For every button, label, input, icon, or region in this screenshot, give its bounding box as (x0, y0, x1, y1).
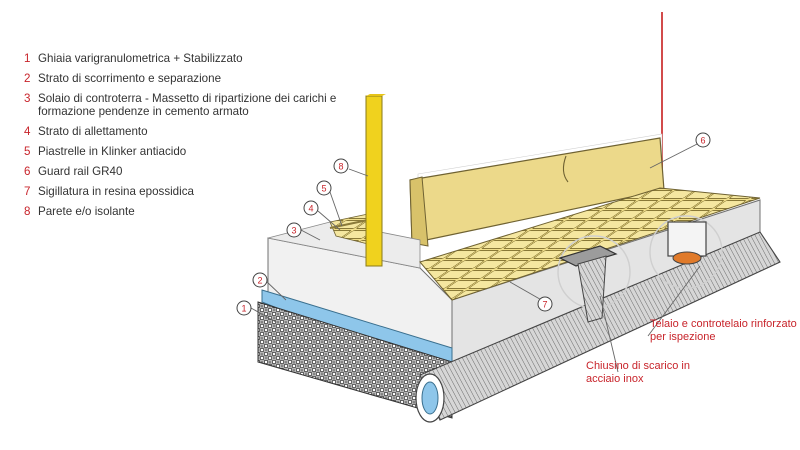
legend-number: 1 (24, 52, 31, 65)
drain-grate (557, 235, 631, 323)
legend-text: Sigillatura in resina epossidica (38, 185, 194, 198)
svg-text:8: 8 (338, 162, 343, 172)
marker-6: 6 (695, 132, 711, 148)
legend-item-4: 4 Strato di allettamento (24, 125, 369, 138)
legend-item-5: 5 Piastrelle in Klinker antiacido (24, 145, 369, 158)
legend-text: Piastrelle in Klinker antiacido (38, 145, 187, 158)
marker-2: 2 (252, 272, 268, 288)
leader-lines (250, 140, 704, 373)
callout-telaio: Telaio e controtelaio rinforzato per isp… (650, 318, 797, 343)
marker-5: 5 (316, 180, 332, 196)
legend-number: 4 (24, 125, 31, 138)
legend-item-2: 2 Strato di scorrimento e separazione (24, 72, 369, 85)
marker-7: 7 (537, 296, 553, 312)
legend-item-3: 3 Solaio di controterra - Massetto di ri… (24, 92, 369, 118)
legend-number: 2 (24, 72, 31, 85)
legend-item-1: 1 Ghiaia varigranulometrica + Stabilizza… (24, 52, 369, 65)
legend-number: 8 (24, 205, 31, 218)
marker-3: 3 (286, 222, 302, 238)
legend-number: 5 (24, 145, 31, 158)
legend-number: 7 (24, 185, 31, 198)
marker-1: 1 (236, 300, 252, 316)
legend-text: Guard rail GR40 (38, 165, 123, 178)
legend-text: Strato di scorrimento e separazione (38, 72, 222, 85)
svg-text:1: 1 (241, 304, 246, 314)
svg-text:7: 7 (542, 300, 547, 310)
gravel-layer (257, 301, 453, 419)
legend-list: 1 Ghiaia varigranulometrica + Stabilizza… (24, 52, 369, 225)
legend-text: Solaio di controterra - Massetto di ripa… (38, 92, 337, 118)
legend-text: Strato di allettamento (38, 125, 148, 138)
guard-rail (409, 137, 665, 247)
callout-chiusino: Chiusino di scarico in acciaio inox (586, 360, 690, 385)
legend-number: 6 (24, 165, 31, 178)
svg-text:3: 3 (291, 226, 296, 236)
marker-8: 8 (333, 158, 349, 174)
svg-text:6: 6 (700, 136, 705, 146)
legend-number: 3 (24, 92, 31, 105)
legend-text: Ghiaia varigranulometrica + Stabilizzato (38, 52, 243, 65)
svg-text:4: 4 (308, 204, 313, 214)
legend-text: Parete e/o isolante (38, 205, 135, 218)
legend-item-6: 6 Guard rail GR40 (24, 165, 369, 178)
legend-item-8: 8 Parete e/o isolante (24, 205, 369, 218)
marker-4: 4 (303, 200, 319, 216)
svg-text:2: 2 (257, 276, 262, 286)
svg-text:5: 5 (321, 184, 326, 194)
insulation-board (365, 94, 386, 267)
inspection-frame (649, 215, 723, 289)
legend-item-7: 7 Sigillatura in resina epossidica (24, 185, 369, 198)
